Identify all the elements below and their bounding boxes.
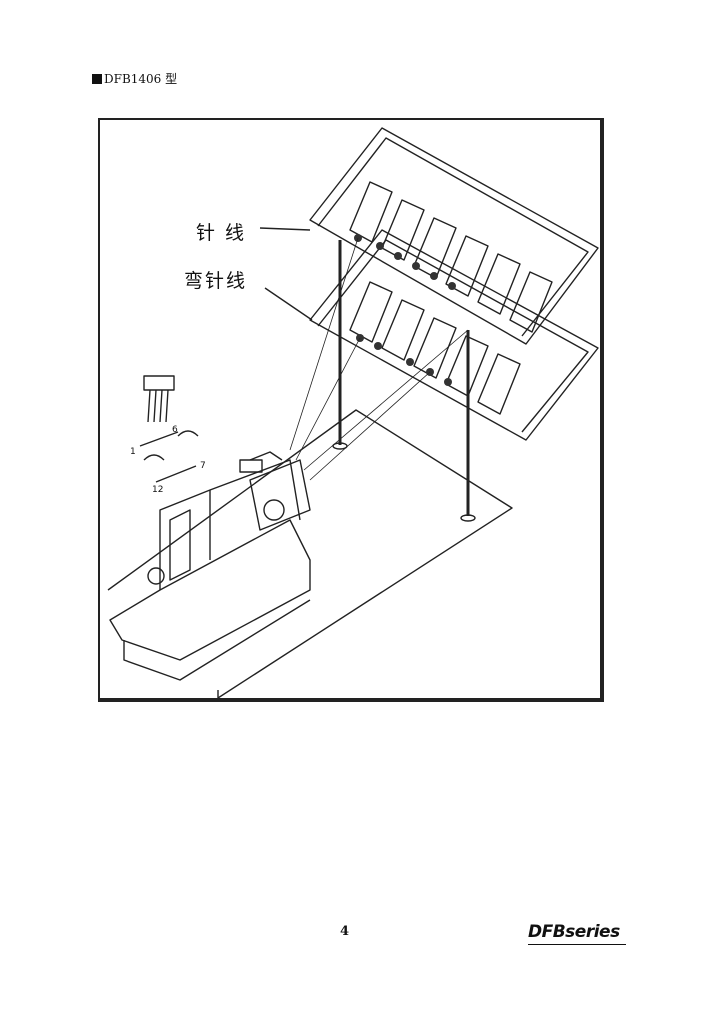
needle-thread-callout: 针 线 <box>196 222 247 244</box>
sewing-machine-illustration: 1 6 7 12 <box>107 127 599 698</box>
upper-spool-tray <box>309 127 599 345</box>
looper-thread-callout: 弯针线 <box>184 270 248 292</box>
detail-label-1: 1 <box>130 447 136 457</box>
model-header: DFB1406 型 <box>92 70 177 87</box>
needle-thread-leader <box>259 227 311 231</box>
thread-stand-figure: 1 6 7 12 针 线 弯针线 <box>98 118 604 702</box>
detail-label-7: 7 <box>200 461 206 471</box>
brand-logo: DFBseries <box>528 922 626 945</box>
table-board <box>107 409 513 698</box>
sewing-machine-body <box>109 451 311 681</box>
model-label: DFB1406 型 <box>104 72 178 86</box>
detail-label-12: 12 <box>152 485 163 495</box>
upper-thread-cones <box>349 181 553 333</box>
lower-thread-cones <box>349 281 521 415</box>
page-number: 4 <box>340 924 350 939</box>
looper-thread-leader <box>264 287 313 321</box>
detail-label-6: 6 <box>172 425 178 435</box>
lower-spool-tray <box>309 229 599 441</box>
needle-detail-inset <box>139 375 199 483</box>
bullet-square-icon <box>92 73 102 84</box>
